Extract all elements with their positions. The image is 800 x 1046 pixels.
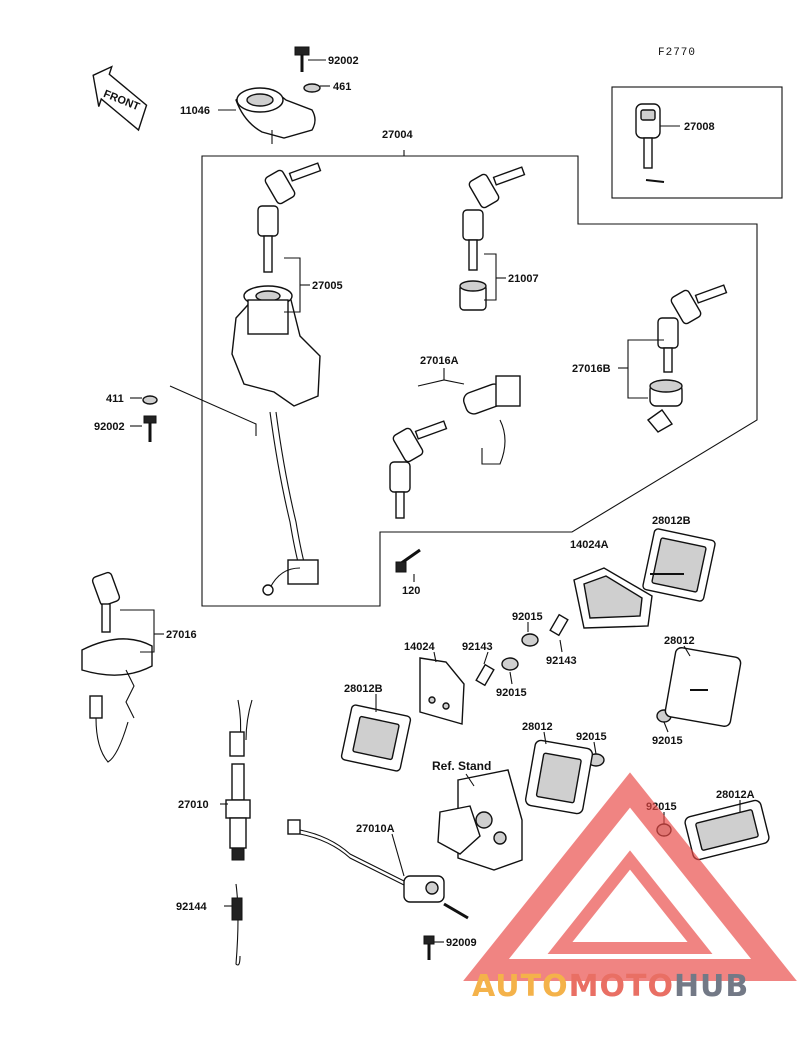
watermark-text: AUTOMOTOHUB bbox=[472, 969, 749, 1004]
label-27008: 27008 bbox=[684, 121, 715, 133]
label-461: 461 bbox=[333, 81, 351, 93]
label-92002-left: 92002 bbox=[94, 421, 125, 433]
label-27010: 27010 bbox=[178, 799, 209, 811]
reflector-28012A-part bbox=[684, 799, 770, 861]
label-ref-stand: Ref. Stand bbox=[432, 759, 491, 773]
watermark-logo: AUTOMOTOHUB bbox=[463, 772, 797, 1004]
bolt-92002-top-part bbox=[294, 46, 310, 72]
front-arrow-icon: FRONT bbox=[92, 65, 148, 132]
watermark-triangle-icon bbox=[463, 772, 797, 981]
label-120: 120 bbox=[402, 585, 420, 597]
box-27008 bbox=[611, 86, 783, 199]
figure-code: F2770 bbox=[658, 47, 696, 59]
reflector-28012-mid-part bbox=[524, 739, 594, 815]
label-92143-b: 92143 bbox=[546, 655, 577, 667]
lock-27016B-part bbox=[646, 284, 728, 433]
bolt-92009-part bbox=[423, 935, 435, 960]
label-28012-mid: 28012 bbox=[522, 721, 553, 733]
reflector-28012B-top-part bbox=[642, 528, 716, 602]
screw-120-part bbox=[395, 548, 421, 573]
washer-411-part bbox=[142, 395, 158, 405]
leader-lines bbox=[120, 59, 741, 943]
chain-lock-27016-part bbox=[81, 571, 153, 763]
assembly-bracket-27004 bbox=[201, 150, 758, 607]
label-92144: 92144 bbox=[176, 901, 207, 913]
key-27008-part bbox=[635, 103, 665, 183]
stand-bracket-part bbox=[437, 769, 523, 871]
switch-27010-part bbox=[225, 699, 253, 861]
label-28012B-left: 28012B bbox=[344, 683, 383, 695]
label-27004: 27004 bbox=[382, 129, 413, 141]
watermark-hub: HUB bbox=[674, 969, 749, 1004]
label-92015-d: 92015 bbox=[576, 731, 607, 743]
label-92015-c: 92015 bbox=[652, 735, 683, 747]
label-11046: 11046 bbox=[180, 105, 210, 117]
label-28012-right: 28012 bbox=[664, 635, 695, 647]
washer-461-part bbox=[303, 83, 321, 93]
lock-27016A-part bbox=[389, 375, 521, 519]
label-92002-top: 92002 bbox=[328, 55, 359, 67]
housing-14024A-part bbox=[573, 567, 653, 629]
reflector-28012B-left-part bbox=[340, 704, 412, 772]
label-14024A: 14024A bbox=[570, 539, 609, 551]
label-92009: 92009 bbox=[446, 937, 477, 949]
label-27016: 27016 bbox=[166, 629, 197, 641]
label-27016B: 27016B bbox=[572, 363, 611, 375]
key-set-27005-part bbox=[257, 162, 322, 273]
label-92143-a: 92143 bbox=[462, 641, 493, 653]
label-92015-b: 92015 bbox=[496, 687, 527, 699]
label-92015-a: 92015 bbox=[512, 611, 543, 623]
label-27010A: 27010A bbox=[356, 823, 395, 835]
cover-11046-part bbox=[235, 87, 316, 144]
key-set-21007-part bbox=[462, 166, 526, 271]
cylinder-21007-part bbox=[459, 280, 487, 311]
watermark-moto: MOTO bbox=[569, 969, 674, 1004]
watermark-auto: AUTO bbox=[472, 969, 569, 1004]
label-27005: 27005 bbox=[312, 280, 343, 292]
label-27016A: 27016A bbox=[420, 355, 459, 367]
ignition-switch-part bbox=[231, 285, 321, 596]
bolt-92002-left-part bbox=[143, 415, 157, 442]
label-411: 411 bbox=[106, 393, 124, 405]
switch-27010A-part bbox=[287, 819, 469, 920]
label-28012A: 28012A bbox=[716, 789, 755, 801]
label-21007: 21007 bbox=[508, 273, 539, 285]
reflector-28012-right-part bbox=[664, 647, 742, 727]
label-14024: 14024 bbox=[404, 641, 435, 653]
plate-14024-part bbox=[419, 657, 465, 725]
spring-92144-part bbox=[231, 883, 243, 966]
label-28012B-top: 28012B bbox=[652, 515, 691, 527]
